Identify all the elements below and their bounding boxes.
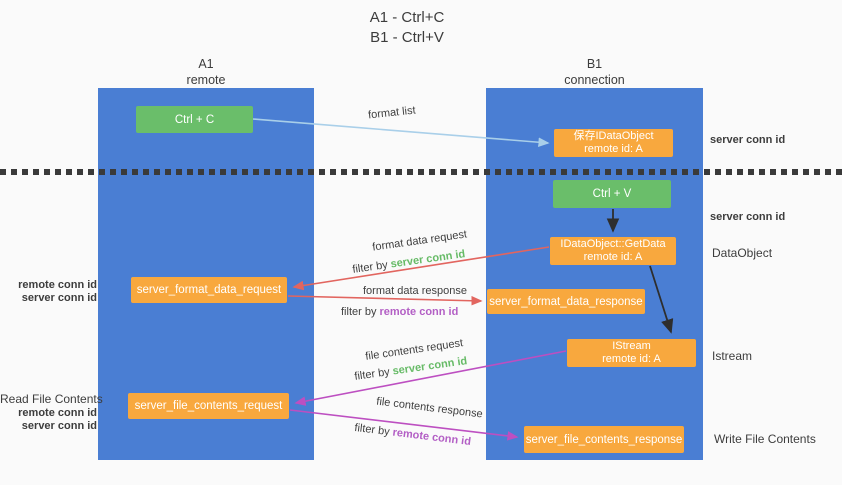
diagram-title: A1 - Ctrl+C B1 - Ctrl+V	[327, 8, 487, 48]
server-conn-id-right-top: server conn id	[710, 134, 786, 146]
filter-by-text: filter by	[341, 306, 377, 318]
server-format-data-response-label: server_format_data_response	[489, 295, 643, 308]
idataobject-getdata-node: IDataObject::GetData remote id: A	[550, 237, 676, 265]
remote-conn-id-left-bottom: remote conn id	[18, 407, 97, 419]
istream-line2: remote id: A	[602, 353, 661, 365]
istream-side-label: Istream	[712, 349, 753, 363]
read-file-contents-label: Read File Contents	[0, 392, 103, 406]
server-file-contents-request-node: server_file_contents_request	[128, 393, 289, 419]
format-list-arrow	[252, 118, 550, 148]
istream-line1: IStream	[612, 340, 651, 352]
server-conn-id-left-top: server conn id	[21, 292, 97, 304]
remote-conn-id-left-top: remote conn id	[18, 279, 97, 291]
lifeline-left-role: remote	[186, 73, 226, 87]
save-idataobject-node: 保存IDataObject remote id: A	[554, 129, 673, 157]
lifeline-right-name: B1	[586, 57, 603, 71]
server-conn-id-right-mid: server conn id	[710, 211, 786, 223]
format-data-response-label: format data response	[363, 285, 467, 297]
format-data-request-arrow	[292, 246, 550, 291]
file-contents-request-arrow	[294, 350, 567, 406]
server-format-data-request-label: server_format_data_request	[136, 284, 282, 296]
file-contents-response-arrow	[289, 409, 519, 441]
title-line-1: A1 - Ctrl+C	[369, 9, 445, 26]
lifeline-header-left: A1 remote	[98, 56, 314, 88]
remote-conn-id-text: remote conn id	[379, 306, 459, 318]
getdata-line1: IDataObject::GetData	[560, 238, 666, 250]
title-line-2: B1 - Ctrl+V	[370, 29, 444, 46]
server-file-contents-response-label: server_file_contents_response	[525, 433, 683, 446]
write-file-contents-label: Write File Contents	[714, 432, 816, 446]
ctrl-v-label: Ctrl + V	[592, 188, 632, 200]
lifeline-right-role: connection	[564, 73, 625, 87]
istream-node: IStream remote id: A	[567, 339, 696, 367]
getdata-line2: remote id: A	[583, 251, 643, 263]
ctrl-v-node: Ctrl + V	[553, 180, 671, 208]
server-format-data-response-node: server_format_data_response	[487, 289, 645, 314]
ctrl-c-label: Ctrl + C	[174, 113, 215, 126]
save-idataobject-line1: 保存IDataObject	[573, 130, 654, 142]
session-divider-dotted-line	[0, 169, 842, 175]
server-conn-id-left-bottom: server conn id	[21, 420, 97, 432]
ctrl-c-node: Ctrl + C	[136, 106, 253, 133]
server-file-contents-request-label: server_file_contents_request	[134, 400, 283, 412]
server-file-contents-response-node: server_file_contents_response	[524, 426, 684, 453]
lifeline-header-right: B1 connection	[486, 56, 703, 88]
save-idataobject-line2: remote id: A	[584, 143, 643, 155]
lifeline-left-name: A1	[198, 57, 214, 71]
getdata-to-istream-arrow	[649, 265, 674, 334]
server-format-data-request-node: server_format_data_request	[131, 277, 287, 303]
format-data-response-arrow	[287, 295, 483, 306]
dataobject-label: DataObject	[712, 246, 773, 260]
